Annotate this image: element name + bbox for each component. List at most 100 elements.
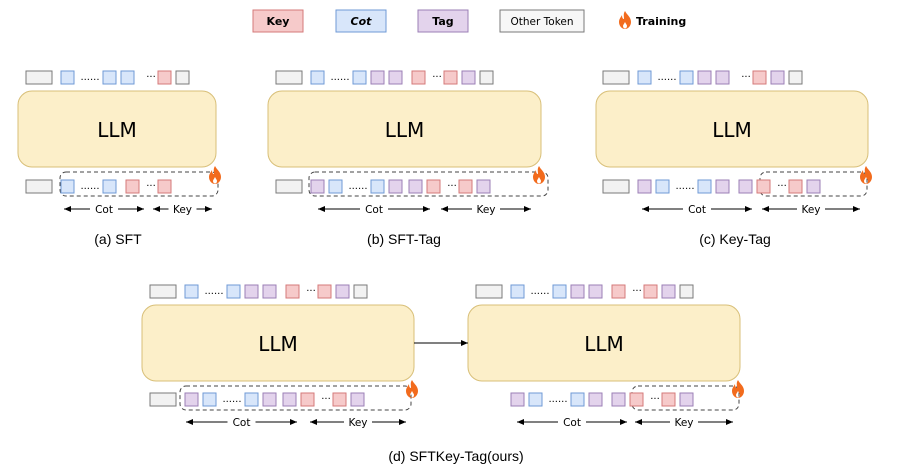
tag-token [350,392,365,407]
ellipsis: ··· [447,181,457,192]
cot-span-label: Cot [563,417,581,429]
caption-c: (c) Key-Tag [699,231,771,247]
other-token [149,284,177,299]
key-token [629,392,644,407]
cot-token [102,179,117,194]
ellipsis: ...... [530,286,549,297]
output-token-row: ......··· [602,179,821,194]
cot-token [120,70,135,85]
tag-token [408,179,423,194]
tag-token [611,392,626,407]
key-token [125,179,140,194]
ellipsis: ··· [306,286,316,297]
tag-token [282,392,297,407]
ellipsis: ...... [548,394,567,405]
llm-box [17,90,217,168]
key-span-label-bg [344,415,372,428]
tag-token [244,284,259,299]
other-token [479,70,494,85]
cot-token [370,179,385,194]
caption-a: (a) SFT [94,231,142,247]
legend-tag-label: Tag [432,15,453,28]
llm-box [595,90,869,168]
cot-span-label-bg [683,202,711,215]
ellipsis: ...... [657,72,676,83]
input-token-row: ......··· [475,284,694,299]
other-token [275,179,303,194]
cot-token [697,179,712,194]
other-token [175,70,190,85]
key-span-label-bg [168,202,197,215]
output-token-row: ......··· [25,179,172,194]
key-span-label: Key [801,204,820,216]
ellipsis: ...... [222,394,241,405]
cot-token [202,392,217,407]
key-token [643,284,658,299]
legend-other-label: Other Token [510,16,573,28]
llm-label: LLM [584,332,624,356]
legend-other-swatch [499,9,585,33]
cot-span-label: Cot [688,204,706,216]
cot-token [655,179,670,194]
fire-icon [619,11,631,29]
trained-span-box [179,385,412,411]
key-span-label: Key [674,417,693,429]
legend-key-swatch [252,9,304,33]
cot-token [60,179,75,194]
cot-token [328,179,343,194]
tag-token [806,179,821,194]
cot-token [226,284,241,299]
ellipsis: ...... [348,181,367,192]
llm-box [267,90,542,168]
other-token [25,179,53,194]
tag-token [335,284,350,299]
other-token [475,284,503,299]
cot-token [679,70,694,85]
cot-span-label-bg [558,415,586,428]
cot-token [310,70,325,85]
key-span-label-bg [472,202,500,215]
tag-token [738,179,753,194]
key-token [752,70,767,85]
tag-token [310,179,325,194]
tag-token [588,284,603,299]
tag-token [184,392,199,407]
fire-icon [406,380,418,398]
tag-token [262,284,277,299]
other-token [25,70,53,85]
output-token-row: ...... ··· [275,179,491,194]
cot-token [528,392,543,407]
ellipsis: ...... [330,72,349,83]
ellipsis: ··· [741,72,751,83]
key-token [300,392,315,407]
caption-b: (b) SFT-Tag [367,231,441,247]
cot-span-label-bg [227,415,256,428]
key-token [157,70,172,85]
key-token [411,70,426,85]
other-token [149,392,177,407]
tag-token [715,70,730,85]
ellipsis: ··· [146,181,156,192]
other-token [788,70,803,85]
tag-token [770,70,785,85]
cot-token [552,284,567,299]
cot-token [60,70,75,85]
cot-span-label-bg [90,202,118,215]
llm-label: LLM [97,118,137,142]
legend-cot-label: Cot [351,15,373,28]
cot-span-label-bg [360,202,388,215]
other-token [602,179,630,194]
tag-token [679,392,694,407]
ellipsis: ...... [204,286,223,297]
tag-token [370,70,385,85]
key-token [157,179,172,194]
ellipsis: ··· [146,72,156,83]
cot-token [102,70,117,85]
key-token [458,179,473,194]
output-token-row: ...... ··· [149,392,365,407]
ellipsis: ··· [321,394,331,405]
